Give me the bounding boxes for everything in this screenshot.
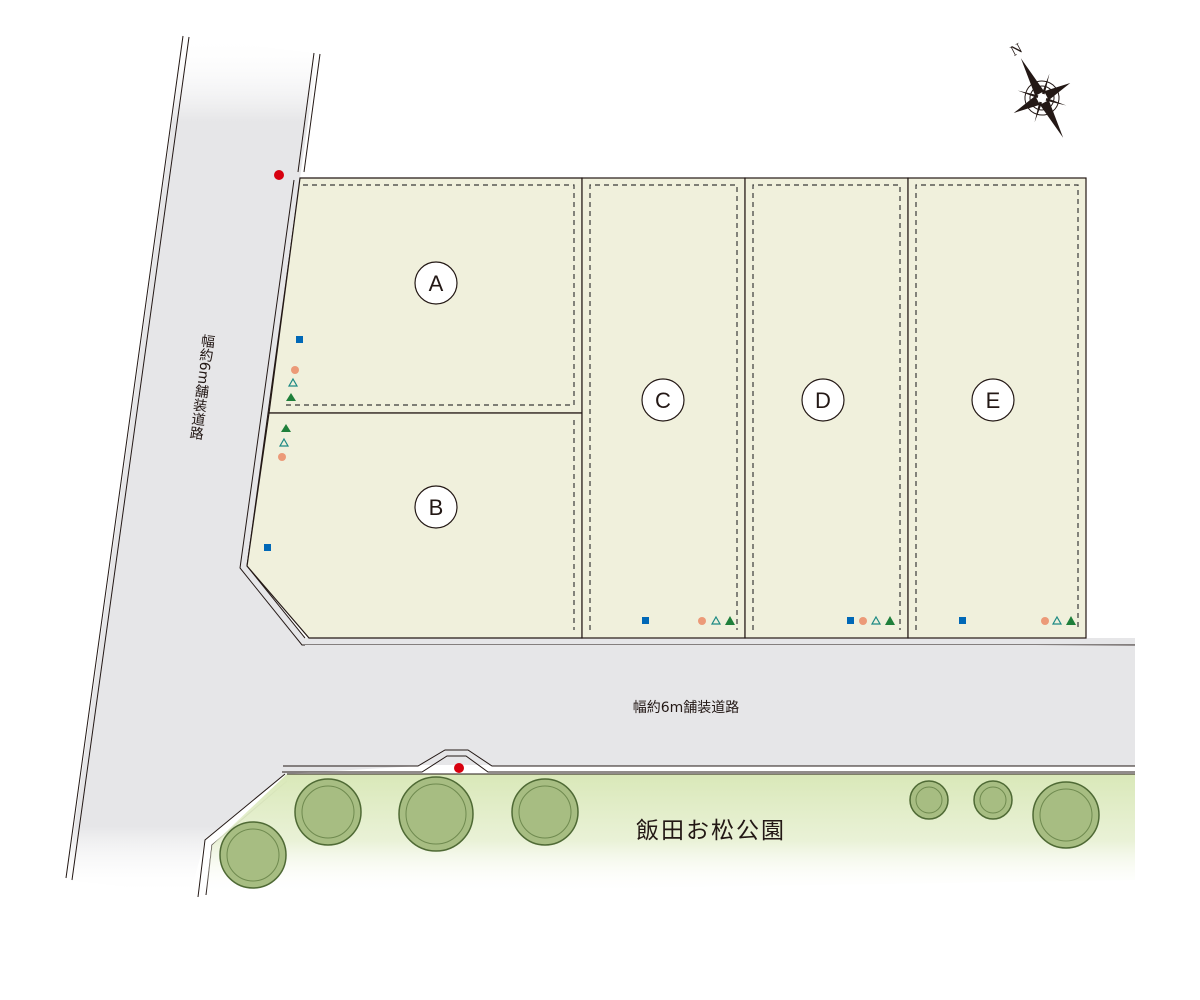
tree-icon <box>294 778 362 846</box>
compass-rose-icon: N <box>1008 41 1071 138</box>
salmon-circle-icon <box>698 617 706 625</box>
red-marker-icon <box>454 763 464 773</box>
salmon-circle-icon <box>278 453 286 461</box>
teal-triangle-outline-icon <box>870 615 882 625</box>
blue-square-icon <box>642 617 649 624</box>
lot-label-e: E <box>971 378 1015 422</box>
green-triangle-icon <box>286 393 296 401</box>
green-triangle-icon <box>1066 616 1076 625</box>
salmon-circle-icon <box>291 366 299 374</box>
south-road-label: 幅約6m舗装道路 <box>633 700 740 716</box>
south-road <box>282 645 1135 773</box>
svg-text:A: A <box>429 271 444 296</box>
setback-lines <box>284 184 1079 630</box>
lot-label-d: D <box>801 378 845 422</box>
green-triangle-icon <box>885 616 895 625</box>
tree-texture <box>226 783 1093 882</box>
svg-text:B: B <box>429 495 444 520</box>
park-label: 飯田お松公園 <box>636 818 786 844</box>
tree-icon <box>219 821 287 889</box>
tree-icon <box>1032 781 1100 849</box>
blue-square-icon <box>847 617 854 624</box>
lot-labels: A B C D E <box>414 261 1015 529</box>
salmon-circle-icon <box>859 617 867 625</box>
svg-text:C: C <box>655 388 671 413</box>
teal-triangle-outline-icon <box>1051 615 1063 625</box>
blue-square-icon <box>959 617 966 624</box>
teal-triangle-outline-icon <box>710 615 722 625</box>
salmon-circle-icon <box>1041 617 1049 625</box>
lot-b[interactable] <box>246 412 583 639</box>
blue-square-icon <box>264 544 271 551</box>
lot-label-c: C <box>641 378 685 422</box>
lot-label-b: B <box>414 485 458 529</box>
blue-square-icon <box>296 336 303 343</box>
tree-icon <box>398 776 474 852</box>
utility-markers <box>264 170 1076 773</box>
red-marker-icon <box>274 170 284 180</box>
svg-text:E: E <box>986 388 1001 413</box>
teal-triangle-outline-icon <box>287 377 299 387</box>
teal-triangle-outline-icon <box>278 437 290 447</box>
green-triangle-icon <box>281 424 291 432</box>
svg-text:D: D <box>815 388 831 413</box>
compass-north-label: N <box>1008 41 1025 60</box>
green-triangle-icon <box>725 616 735 625</box>
lot-label-a: A <box>414 261 458 305</box>
tree-icon <box>511 778 579 846</box>
